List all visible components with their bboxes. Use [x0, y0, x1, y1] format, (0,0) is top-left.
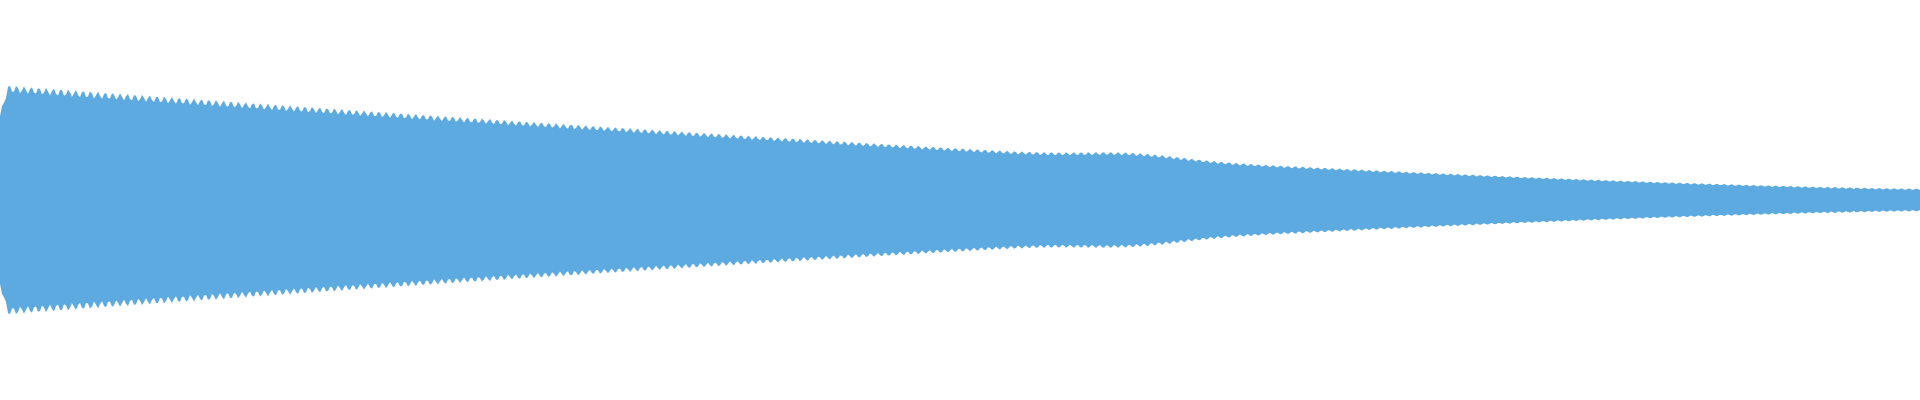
- waveform-shape: [0, 85, 1920, 315]
